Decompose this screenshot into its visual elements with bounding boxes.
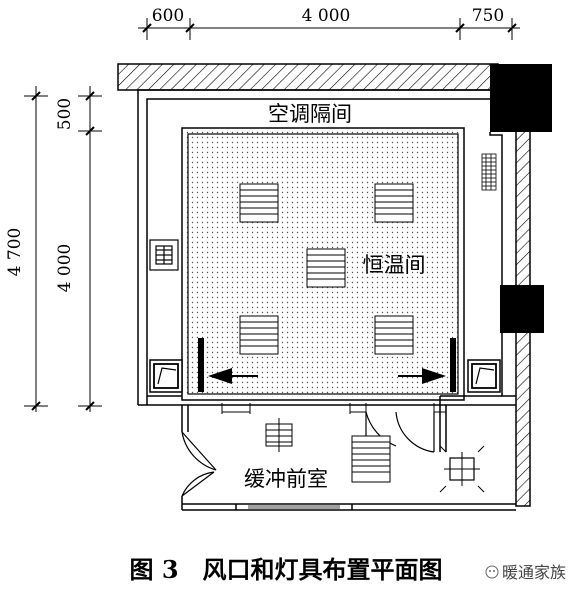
wechat-icon xyxy=(485,565,499,579)
dim-top-750: 750 xyxy=(472,6,504,26)
exhaust-box-right xyxy=(467,359,501,393)
corridor-walls xyxy=(137,89,516,406)
return-air-grille-icon xyxy=(481,153,497,191)
air-diffuser-icon xyxy=(374,183,414,223)
airflow-left xyxy=(198,338,258,392)
dim-left-4700: 4 700 xyxy=(5,228,25,277)
door-swing-inner xyxy=(365,411,397,447)
room-label-constant-temp: 恒温间 xyxy=(363,253,426,277)
air-diffuser-icon xyxy=(306,248,346,288)
door-swing-right xyxy=(395,411,435,453)
exhaust-box-icon xyxy=(153,363,179,389)
watermark: 暖通家族 xyxy=(485,563,566,582)
column-mid-right xyxy=(500,285,544,333)
fan-coil-unit-icon xyxy=(149,239,179,271)
top-dimension: 600 4 000 750 xyxy=(138,6,520,40)
watermark-text: 暖通家族 xyxy=(502,563,566,582)
figure-caption: 图 3 风口和灯具布置平面图 xyxy=(129,555,442,584)
ceiling-lamp-left xyxy=(265,418,293,452)
ceiling-lamp-right xyxy=(439,445,485,493)
air-diffuser-icon xyxy=(351,435,391,483)
dim-left-500: 500 xyxy=(55,98,75,130)
buffer-diffuser xyxy=(351,435,391,483)
dim-left-4000: 4 000 xyxy=(55,244,75,293)
left-dimension: 500 4 000 4 700 xyxy=(5,86,102,412)
dim-top-600: 600 xyxy=(152,6,184,26)
exhaust-box-icon xyxy=(471,363,497,389)
supply-diffusers xyxy=(239,183,414,355)
air-diffuser-icon xyxy=(239,315,279,355)
airflow-arrow-icon xyxy=(208,368,232,384)
room-label-buffer: 缓冲前室 xyxy=(244,467,328,491)
air-diffuser-icon xyxy=(374,315,414,355)
column-top-right xyxy=(490,64,552,132)
dim-top-4000: 4 000 xyxy=(302,6,351,26)
exhaust-box-left xyxy=(149,359,183,393)
hatched-walls xyxy=(117,63,552,507)
buffer-room-walls xyxy=(181,396,516,511)
air-diffuser-icon xyxy=(239,183,279,223)
ceiling-lamp-icon xyxy=(439,445,485,493)
airflow-arrow-icon xyxy=(422,368,446,384)
room-label-corridor: 空调隔间 xyxy=(268,102,352,126)
airflow-right xyxy=(398,338,456,392)
ceiling-lamp-icon xyxy=(265,418,293,452)
